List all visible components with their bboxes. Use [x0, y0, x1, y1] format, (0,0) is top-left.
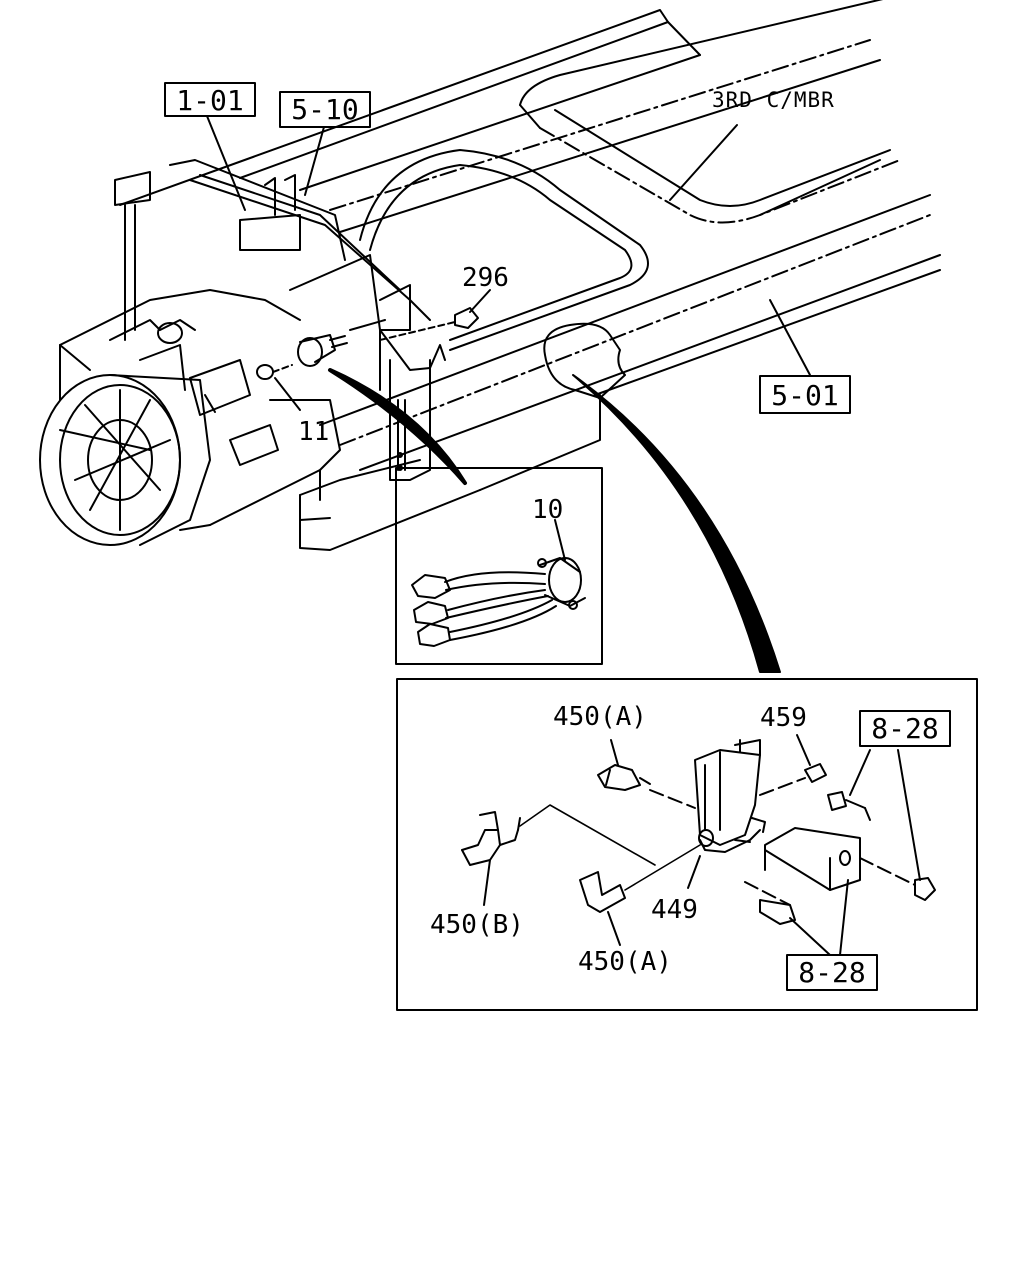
part-label-459: 459 — [760, 703, 807, 733]
ref-box-5-01: 5-01 — [759, 375, 851, 414]
part-label-450b: 450(B) — [430, 910, 524, 940]
header-note: 3RD C/MBR — [712, 88, 835, 112]
part-label-296: 296 — [462, 263, 509, 293]
ref-label-5-10: 5-10 — [291, 93, 358, 126]
sensor-assembly — [256, 307, 479, 380]
part-label-11: 11 — [298, 417, 329, 447]
bell-housing — [39, 374, 211, 546]
ref-box-8-28-bottom: 8-28 — [786, 954, 878, 991]
part-label-450a-bottom: 450(A) — [578, 947, 672, 977]
part-label-450a-top: 450(A) — [553, 702, 647, 732]
frame-rails — [119, 0, 941, 551]
detail-box-valve — [396, 678, 978, 1011]
part-label-10: 10 — [532, 495, 563, 525]
ref-label-8-28-bottom: 8-28 — [798, 956, 865, 989]
ref-box-1-01: 1-01 — [164, 82, 256, 117]
transmission-bracket — [114, 159, 446, 481]
ref-box-5-10: 5-10 — [279, 91, 371, 128]
leader-lines-top — [206, 115, 811, 561]
transmission-housing — [59, 254, 386, 531]
ref-label-1-01: 1-01 — [176, 84, 243, 117]
ref-box-8-28-top: 8-28 — [859, 710, 951, 747]
part-labels: 3RD C/MBR 296 11 10 450(A) 459 449 450(B… — [298, 88, 835, 977]
ref-label-5-01: 5-01 — [771, 379, 838, 412]
part-label-449: 449 — [651, 895, 698, 925]
detail-box-harness — [395, 467, 603, 665]
ref-label-8-28-top: 8-28 — [871, 712, 938, 745]
callout-arrows — [328, 368, 781, 673]
